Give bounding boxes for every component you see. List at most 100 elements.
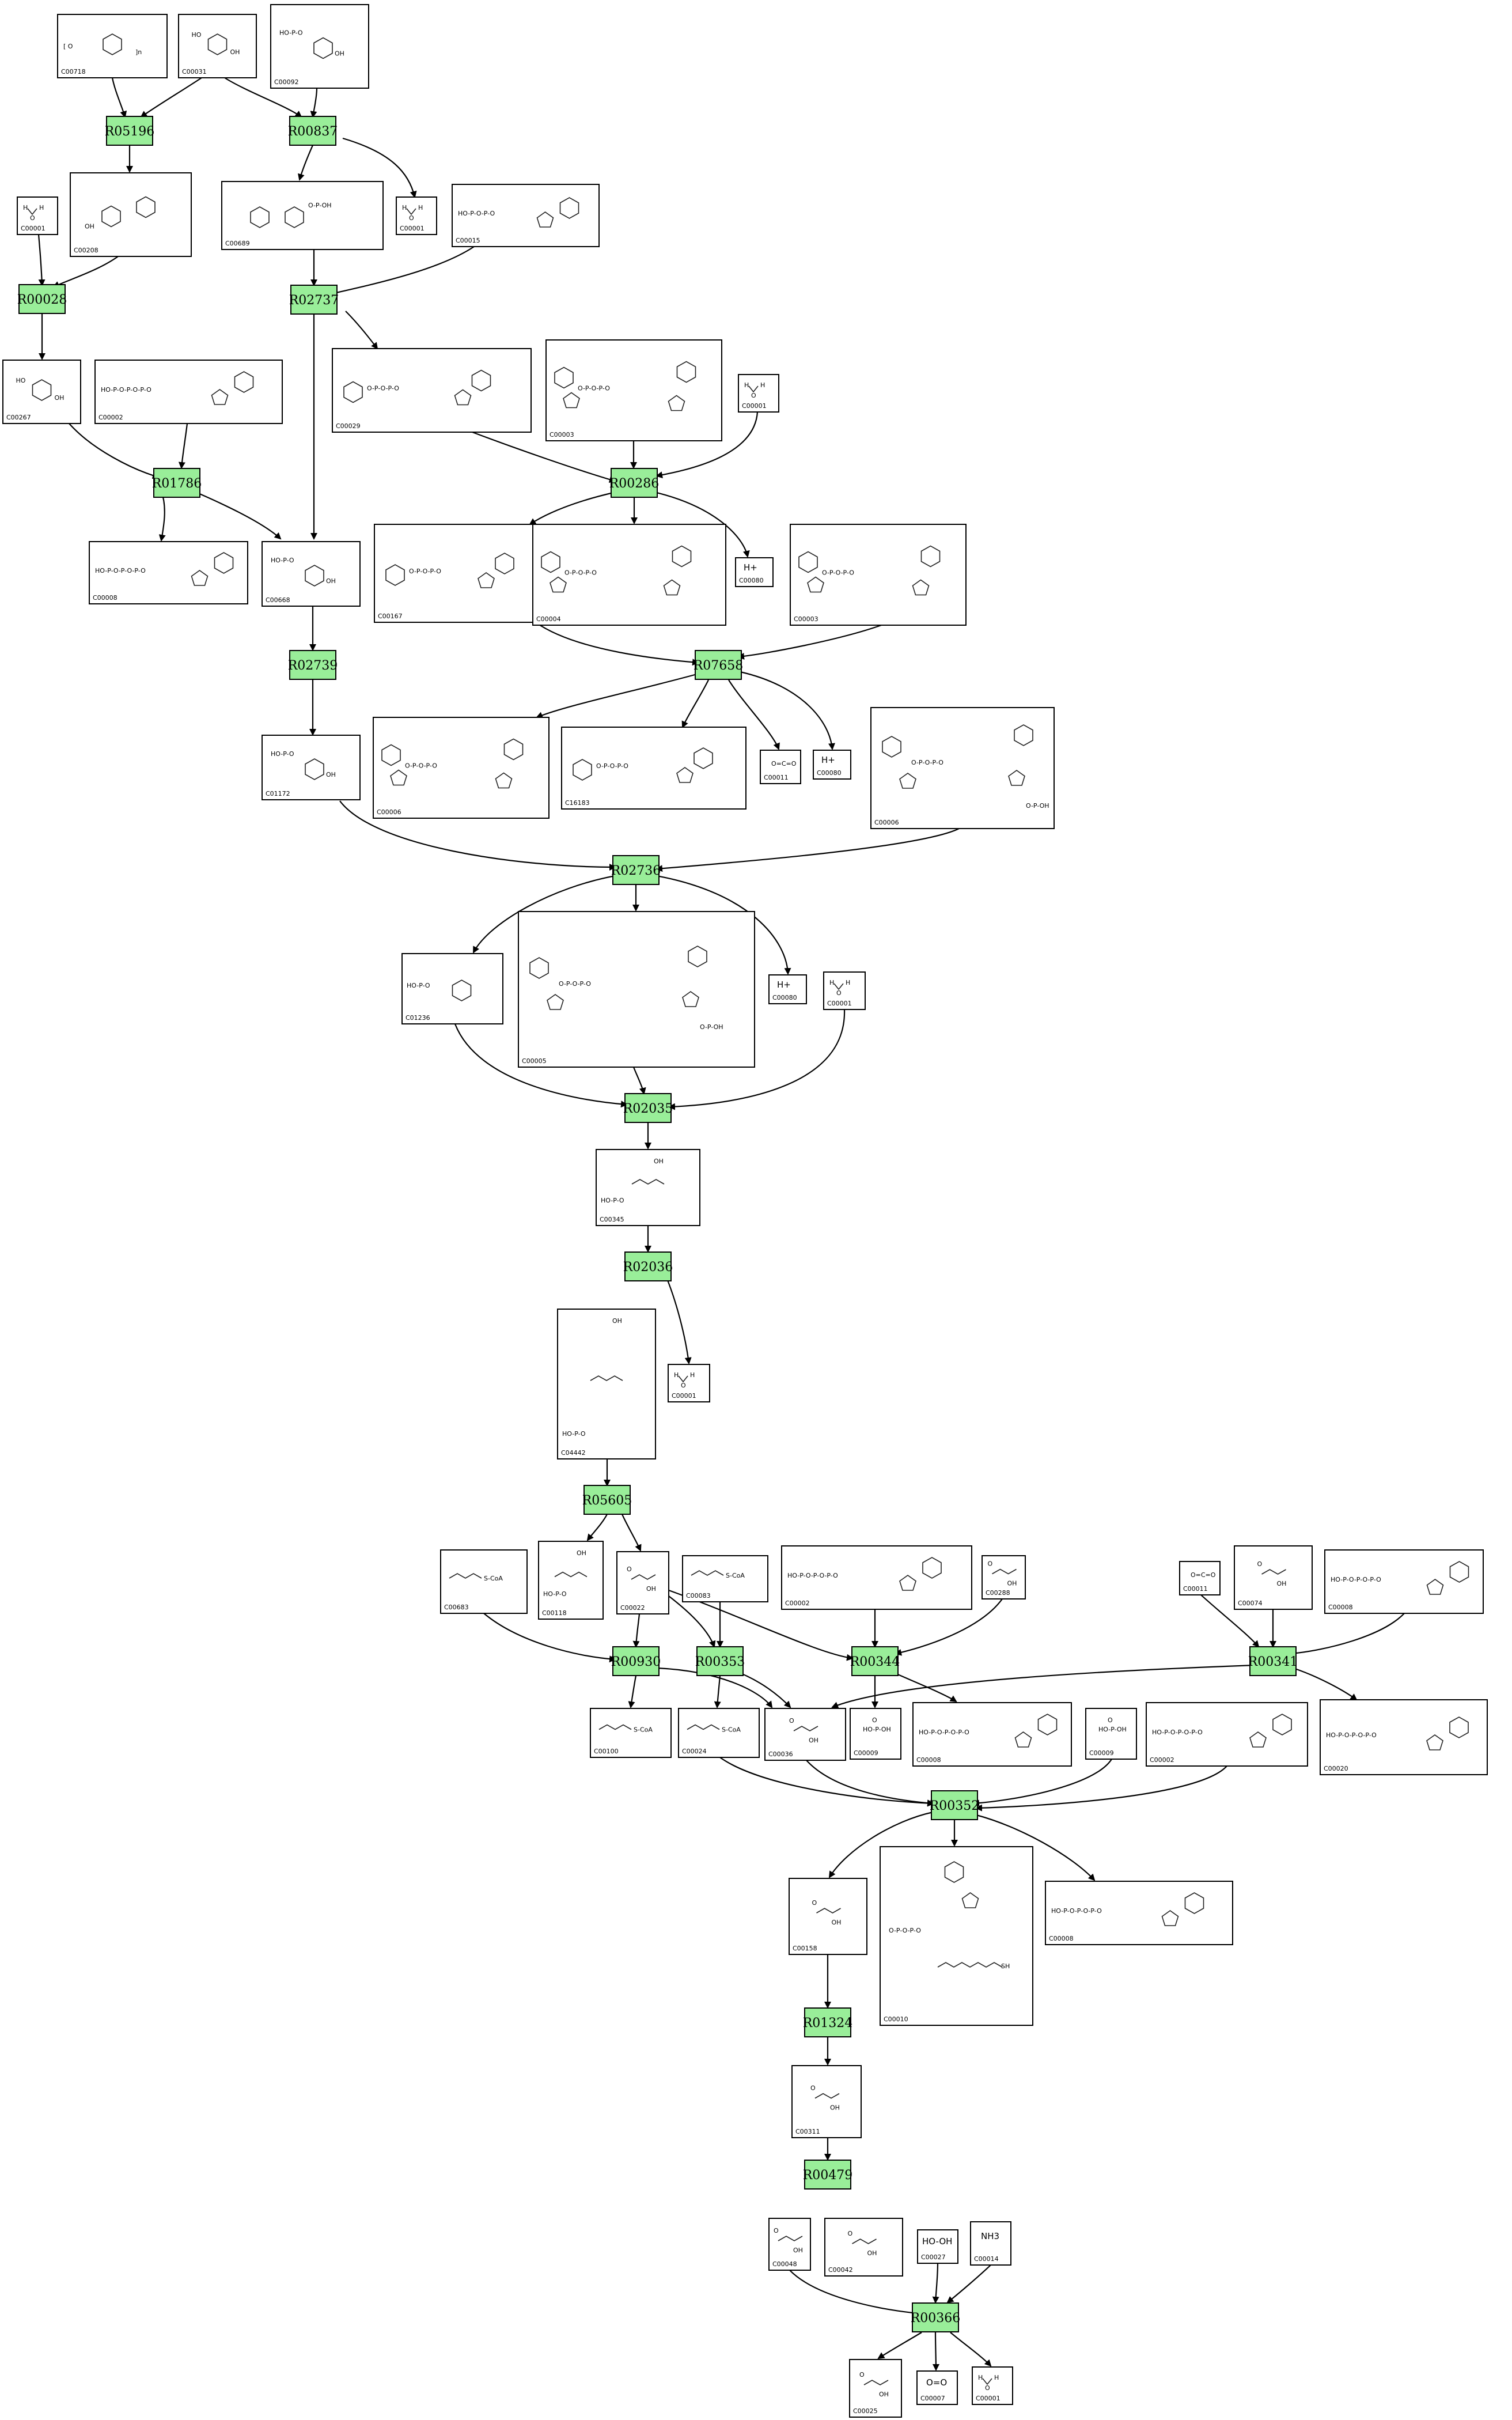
reaction-node[interactable]: R00352 (930, 1790, 980, 1820)
proton-glyph: H+ (821, 755, 835, 765)
reaction-node[interactable]: R02736 (611, 855, 661, 885)
reaction-node[interactable]: R02035 (623, 1093, 673, 1123)
reaction-node[interactable]: R02739 (288, 650, 338, 680)
reaction-edge (586, 1514, 608, 1541)
reaction-node[interactable]: R01324 (803, 2007, 853, 2037)
compound-id-label: C00008 (1328, 1604, 1353, 1611)
reaction-node[interactable]: R02737 (289, 285, 339, 315)
reaction-box (851, 1646, 899, 1676)
compound-id-label: C01172 (266, 790, 290, 797)
svg-text:HO-P-O-P-O: HO-P-O-P-O (458, 210, 495, 217)
svg-text:O: O (810, 2085, 816, 2092)
reaction-id-label: R05196 (105, 124, 155, 139)
compound-id-label: C01236 (406, 1014, 430, 1022)
svg-text:O-P-OH: O-P-OH (1026, 802, 1049, 810)
compound-id-label: C00001 (672, 1392, 696, 1400)
reaction-node[interactable]: R00353 (695, 1646, 745, 1676)
ammonia-glyph: NH3 (981, 2231, 999, 2241)
reaction-node[interactable]: R05605 (582, 1485, 632, 1515)
reaction-node[interactable]: R01786 (152, 468, 202, 498)
reaction-node[interactable]: R00341 (1248, 1646, 1298, 1676)
compound-box (768, 2218, 811, 2271)
reaction-node[interactable]: R00286 (609, 468, 660, 498)
structure-sketch: HO-P-OOH (601, 1158, 665, 1204)
compound-node[interactable]: H+C00080 (813, 750, 851, 780)
reaction-node[interactable]: R00366 (911, 2302, 961, 2332)
reaction-node[interactable]: R02036 (623, 1251, 673, 1281)
svg-text:O-P-O-P-O: O-P-O-P-O (578, 385, 610, 392)
reaction-node[interactable]: R07658 (694, 650, 744, 680)
reaction-node[interactable]: R00837 (288, 116, 338, 146)
reaction-node[interactable]: R00930 (611, 1646, 661, 1676)
reaction-node[interactable]: R05196 (105, 116, 155, 146)
svg-text:H: H (994, 2374, 999, 2381)
svg-text:H: H (690, 1371, 695, 1379)
compound-id-label: C00002 (785, 1600, 810, 1607)
compound-node[interactable]: H+C00080 (768, 974, 807, 1004)
compound-id-label: C00008 (1049, 1935, 1074, 1942)
compound-box (590, 1708, 672, 1758)
reaction-node[interactable]: R00344 (850, 1646, 900, 1676)
reaction-node[interactable]: R00479 (803, 2160, 853, 2190)
reaction-node[interactable]: R00028 (17, 284, 67, 314)
compound-node[interactable]: H+C00080 (735, 557, 774, 587)
